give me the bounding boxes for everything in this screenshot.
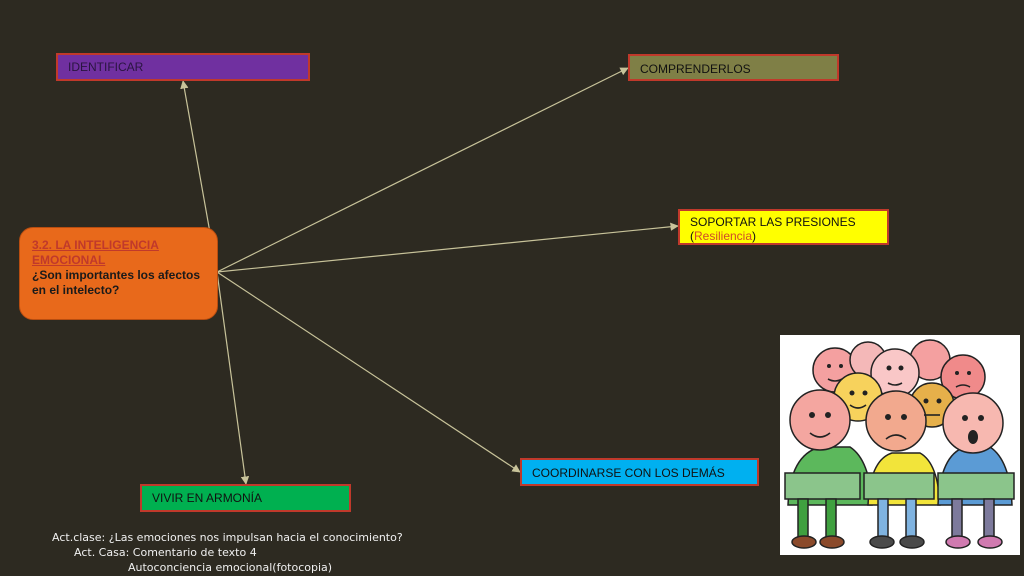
node-vivir-armonia: VIVIR EN ARMONÍA (140, 484, 351, 512)
arrow-to-vivir (216, 271, 250, 485)
arrow-to-comprenderlos (216, 67, 629, 273)
paren-close: ) (752, 229, 757, 244)
resiliencia-link[interactable]: Resiliencia (694, 229, 753, 244)
note-home-activity-detail: Autoconciencia emocional(fotocopia) (128, 561, 333, 574)
note-class-activity: Act.clase: ¿Las emociones nos impulsan h… (52, 531, 403, 544)
node-comprenderlos: COMPRENDERLOS (628, 54, 839, 81)
arrow-to-coordinarse (216, 271, 521, 473)
node-comprenderlos-label: COMPRENDERLOS (640, 62, 751, 76)
note-home-activity: Act. Casa: Comentario de texto 4 (74, 546, 257, 559)
node-soportar-label: SOPORTAR LAS PRESIONES (690, 215, 856, 229)
node-coordinarse: COORDINARSE CON LOS DEMÁS (520, 458, 759, 486)
node-vivir-label: VIVIR EN ARMONÍA (152, 491, 263, 505)
central-topic-question: ¿Son importantes los afectos en el intel… (32, 268, 201, 297)
paren-open: ( (690, 229, 694, 244)
node-coordinarse-label: COORDINARSE CON LOS DEMÁS (532, 466, 725, 480)
arrow-to-soportar (216, 222, 679, 273)
central-topic: 3.2. LA INTELIGENCIA EMOCIONAL ¿Son impo… (19, 227, 218, 320)
node-soportar-presiones: SOPORTAR LAS PRESIONES (Resiliencia) (678, 209, 889, 245)
node-identificar: IDENTIFICAR (56, 53, 310, 81)
node-soportar-sub: (Resiliencia) (690, 229, 756, 243)
node-identificar-label: IDENTIFICAR (68, 60, 144, 74)
central-topic-title[interactable]: 3.2. LA INTELIGENCIA EMOCIONAL (32, 238, 159, 267)
students-illustration (780, 335, 1020, 555)
